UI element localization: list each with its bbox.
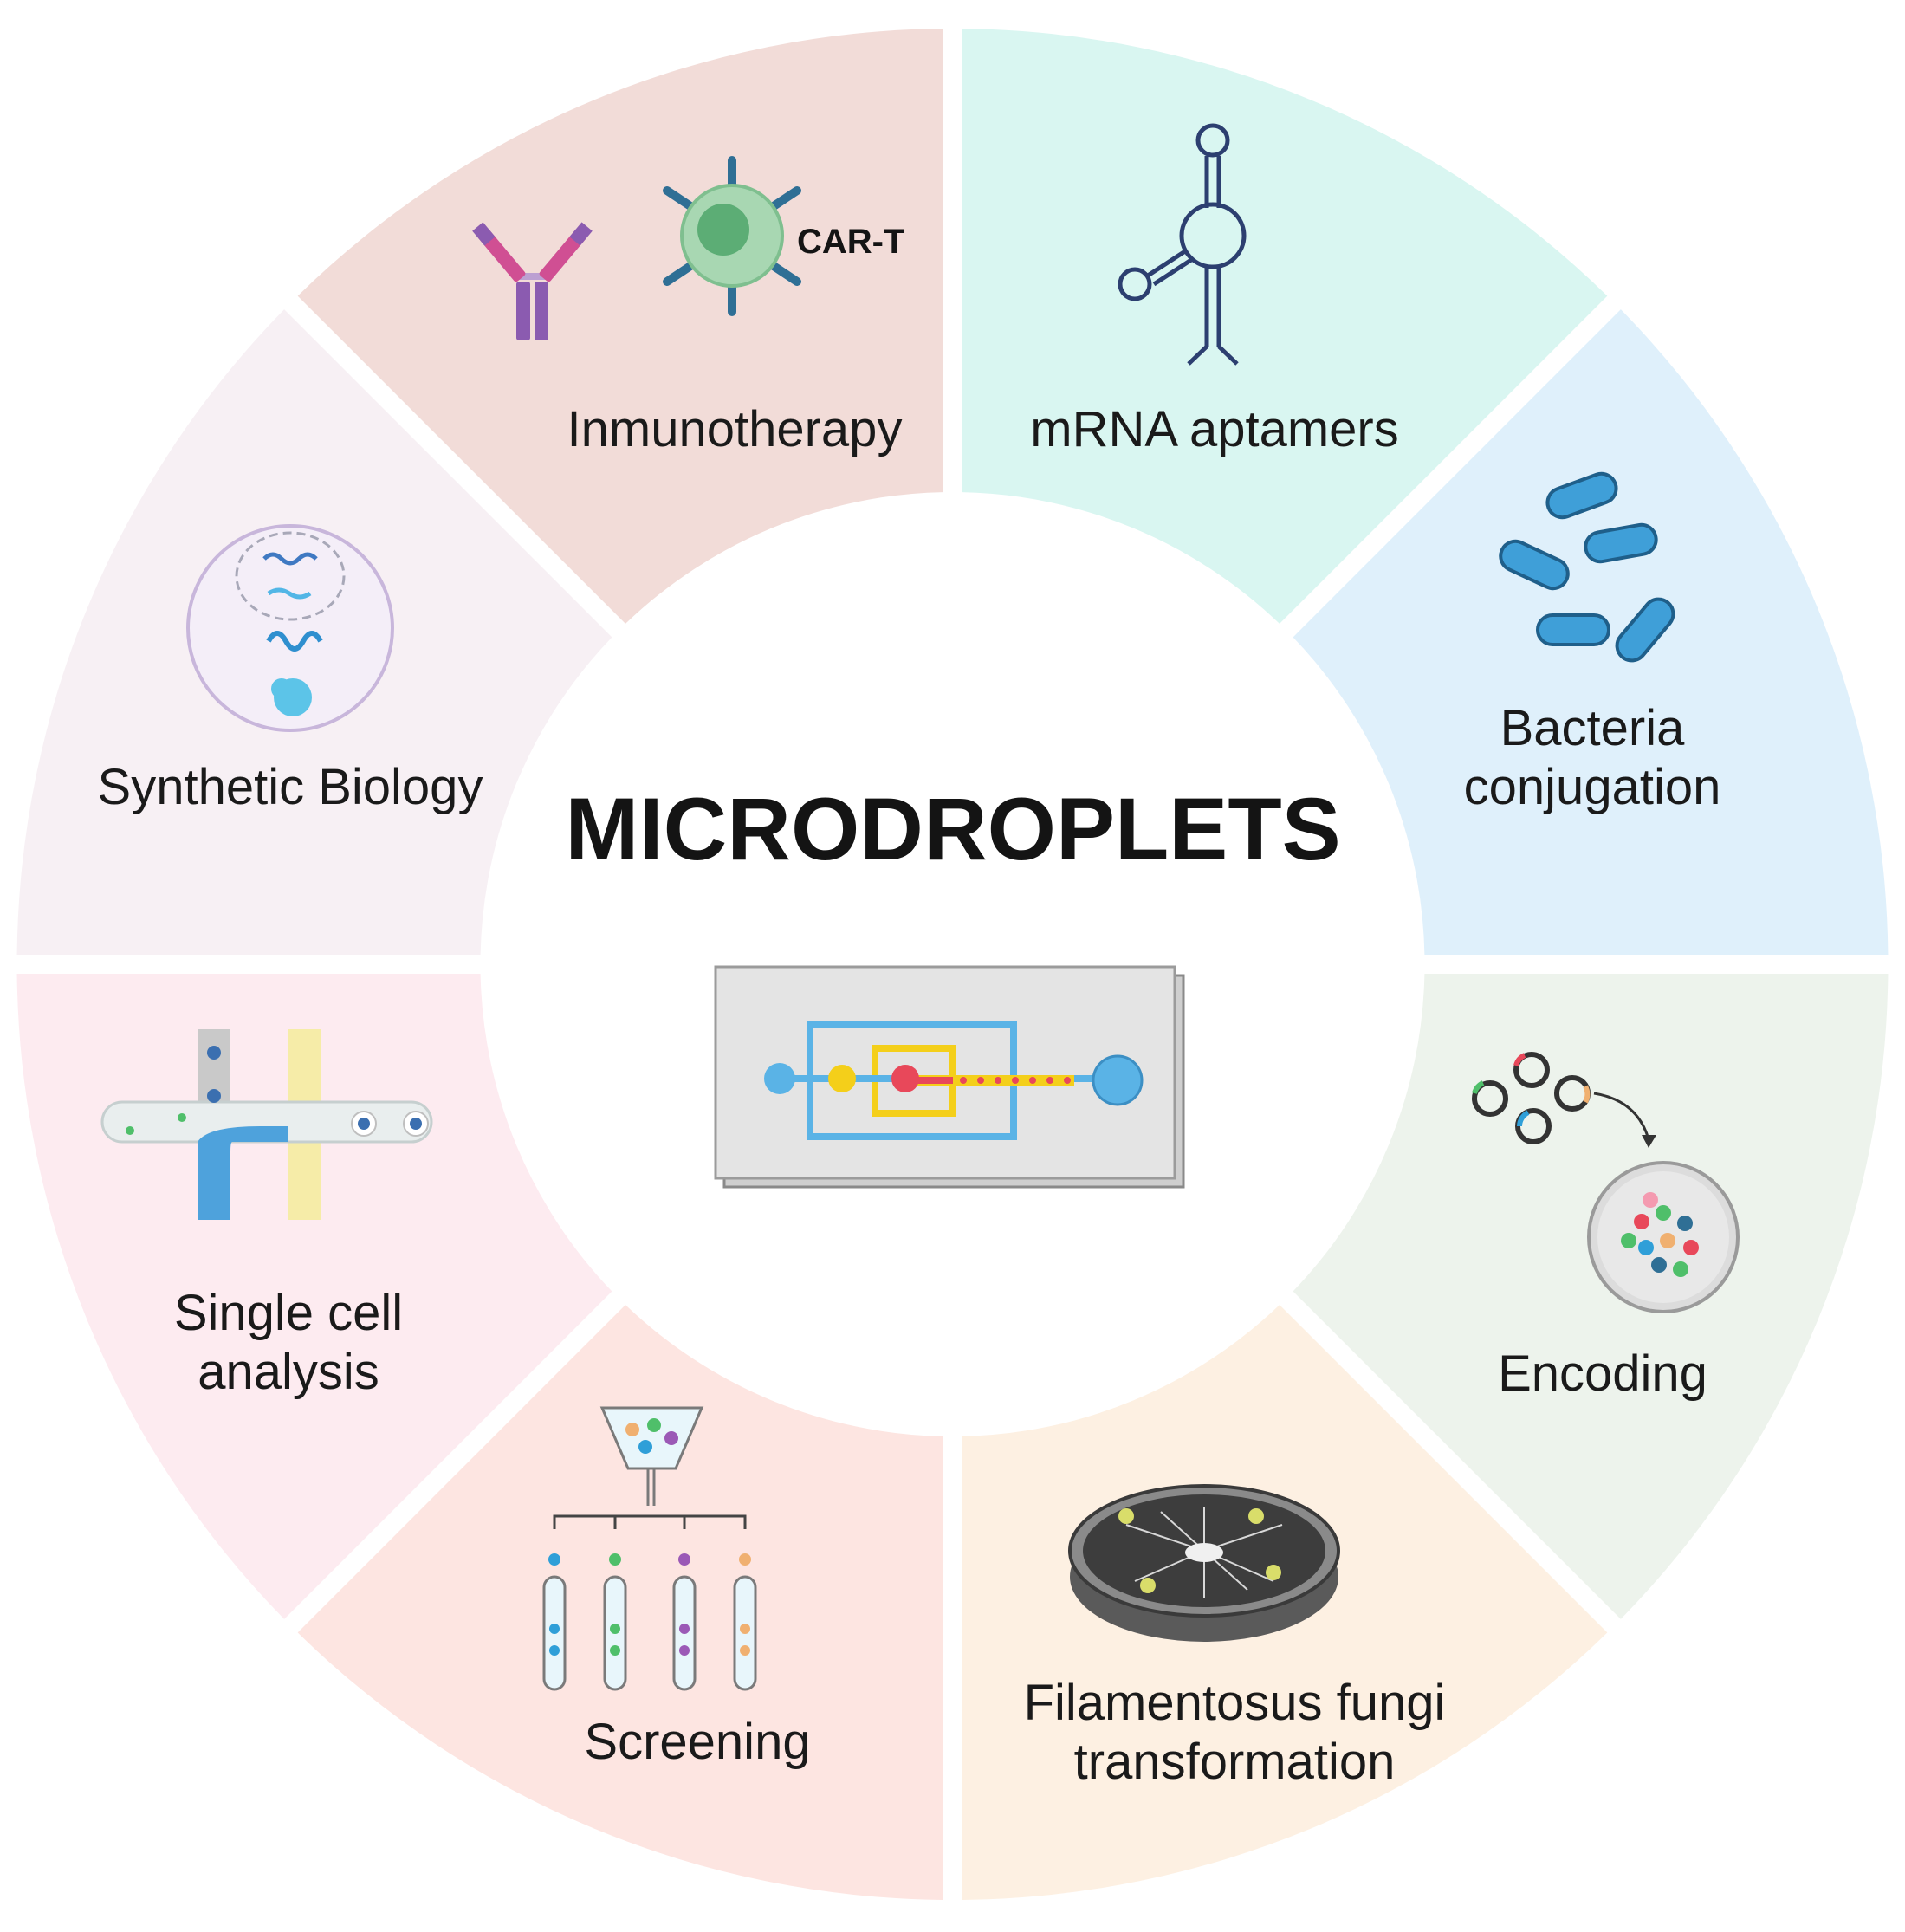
droplet-junction-icon	[100, 1029, 433, 1220]
bacteria-icon	[1499, 471, 1675, 663]
segment-label-fungi-line1: Filamentosus fungi	[1024, 1675, 1446, 1731]
segment-label-screening: Screening	[584, 1714, 810, 1770]
segment-bacteria-conjugation	[1293, 973, 1889, 1619]
segment-label-encoding: Encoding	[1498, 1345, 1707, 1402]
plasmid-petri-dish-icon	[1472, 1052, 1740, 1313]
rna-hairpin-icon	[1118, 123, 1247, 366]
car-t-cell-icon: CAR-T	[663, 156, 904, 316]
diagram-title: MICRODROPLETS	[565, 780, 1340, 878]
application-ring	[16, 29, 1889, 1900]
segment-label-bacteria-line2: conjugation	[1464, 759, 1721, 815]
car-t-label: CAR-T	[797, 223, 904, 261]
segment-synthetic-biology	[297, 29, 943, 624]
microfluidic-chip-icon	[714, 965, 1185, 1189]
central-dogma-icon	[186, 524, 394, 732]
segment-label-mrna-aptamers: mRNA aptamers	[1030, 401, 1398, 457]
fungi-petri-dish-icon	[1068, 1484, 1340, 1642]
segment-immunotherapy	[962, 29, 1608, 624]
screening-tubes-icon	[542, 1406, 757, 1691]
segment-label-single-cell-line1: Single cell	[174, 1285, 403, 1341]
segment-label-immunotherapy: Inmunotherapy	[567, 401, 903, 457]
segment-label-fungi-line2: transformation	[1074, 1734, 1396, 1790]
segment-label-single-cell-line2: analysis	[198, 1344, 379, 1400]
antibody-car-t-icon: CAR-T	[472, 156, 904, 340]
antibody-icon	[472, 222, 593, 340]
segment-label-synthetic-biology: Synthetic Biology	[98, 759, 483, 815]
segment-label-bacteria-line1: Bacteria	[1500, 700, 1686, 756]
